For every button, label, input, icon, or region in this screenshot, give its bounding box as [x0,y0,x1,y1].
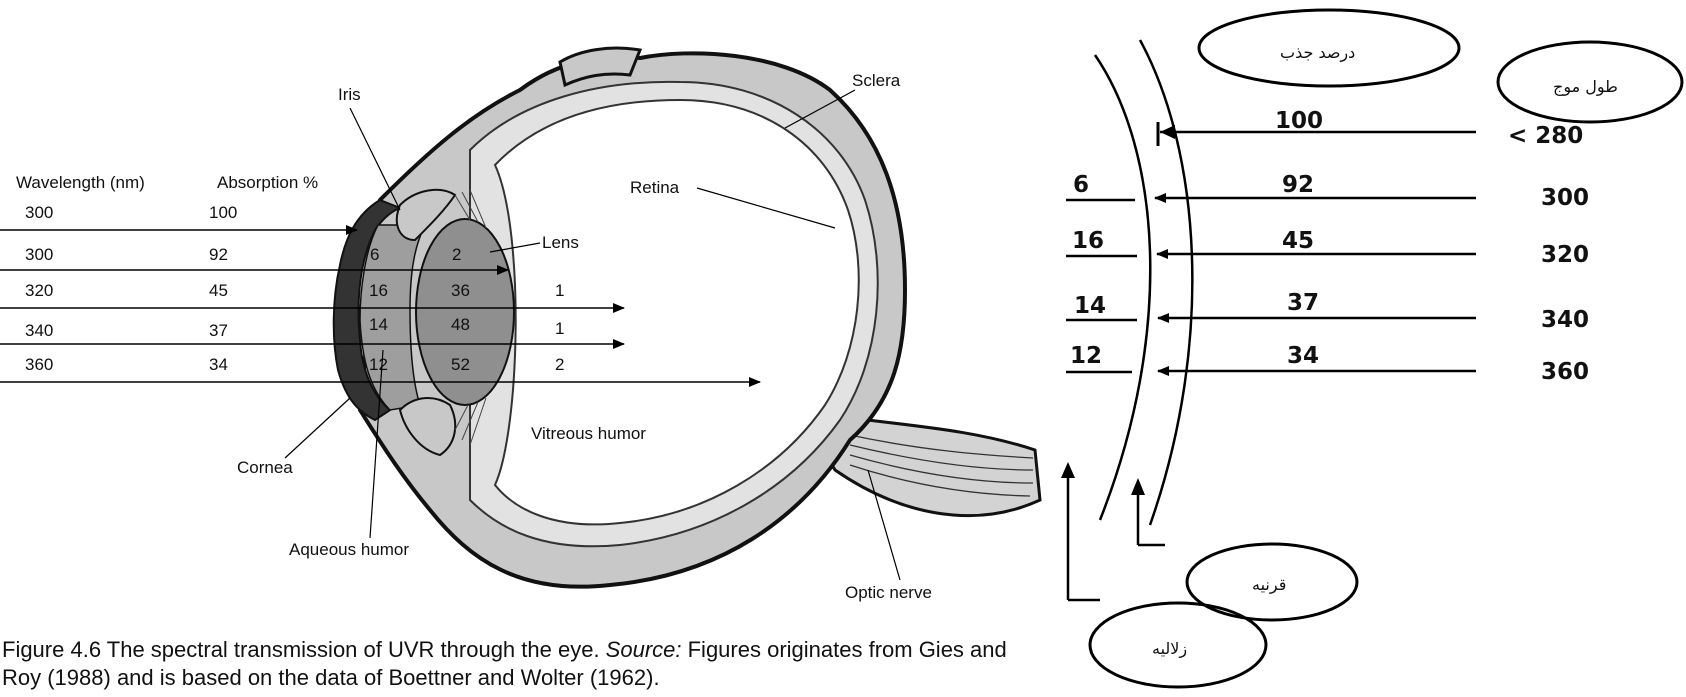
row-vitreous-value: 1 [555,281,564,300]
row-absorption: 92 [209,245,228,264]
label-aqueous-humor: Aqueous humor [289,540,409,559]
figure-caption: Figure 4.6 The spectral transmission of … [2,636,1012,692]
sketch-row-absorption: 92 [1282,172,1314,198]
wavelength-header: Wavelength (nm) [16,173,145,192]
label-vitreous-humor: Vitreous humor [531,424,646,443]
row-wavelength: 360 [25,355,53,374]
row-absorption: 100 [209,203,237,222]
leader-iris [350,108,400,210]
label-lens: Lens [542,233,579,252]
label-optic-nerve: Optic nerve [845,583,932,602]
caption-source-label: Source: [606,637,682,662]
row-vitreous-value: 1 [555,319,564,338]
row-absorption: 34 [209,355,228,374]
row-cornea-value: 14 [369,315,388,334]
row-wavelength: 300 [25,245,53,264]
sketch-row: 37 340 14 [1066,290,1589,333]
row-cornea-value: 12 [369,355,388,374]
sketch-row-left: 14 [1074,293,1106,319]
label-retina: Retina [630,178,680,197]
row-lens-value: 48 [451,315,470,334]
leader-cornea [285,398,350,458]
row-lens-value: 2 [452,245,461,264]
sketch-row-wavelength: 340 [1541,307,1589,333]
row-wavelength: 340 [25,321,53,340]
sketch-curve-outer [1095,55,1150,520]
sketch-cornea-label: قرنیه [1252,575,1286,595]
sketch-arrowhead-up [1061,462,1075,478]
lens-shape [416,219,514,405]
sketch-arrowhead-up [1131,478,1145,495]
eye-diagram [334,48,1040,587]
table-row: 300 100 [0,203,357,230]
sketch-row: 45 320 16 [1066,228,1589,268]
hand-sketch: درصد جذب طول موج 100 < 280 92 300 6 45 3… [1061,10,1682,687]
row-lens-value: 36 [451,281,470,300]
absorption-header: Absorption % [217,173,318,192]
sketch-row: 100 < 280 [1158,108,1583,149]
sketch-wavelength-header: طول موج [1553,77,1618,97]
sketch-row-wavelength: < 280 [1508,123,1583,149]
sketch-aqueous-label: زلالیه [1152,639,1187,659]
sketch-row-absorption: 37 [1287,290,1319,316]
sketch-row-absorption: 100 [1275,108,1323,134]
row-cornea-value: 6 [370,245,379,264]
row-absorption: 45 [209,281,228,300]
row-cornea-value: 16 [369,281,388,300]
row-absorption: 37 [209,321,228,340]
row-wavelength: 320 [25,281,53,300]
sketch-row-wavelength: 320 [1541,242,1589,268]
sketch-row-absorption: 34 [1287,343,1319,369]
caption-prefix: Figure 4.6 The spectral transmission of … [2,637,606,662]
row-wavelength: 300 [25,203,53,222]
sketch-bracket-left [1068,470,1100,600]
sketch-curve-inner [1140,40,1192,525]
sketch-row-wavelength: 360 [1541,359,1589,385]
sketch-row-left: 6 [1073,172,1089,198]
label-iris: Iris [338,85,361,104]
sketch-row-absorption: 45 [1282,228,1314,254]
sketch-row-wavelength: 300 [1541,185,1589,211]
label-sclera: Sclera [852,71,901,90]
row-lens-value: 52 [451,355,470,374]
row-vitreous-value: 2 [555,355,564,374]
sketch-absorption-header: درصد جذب [1280,43,1355,63]
label-cornea: Cornea [237,458,293,477]
sketch-row-left: 16 [1072,228,1104,254]
sketch-row-left: 12 [1070,343,1102,369]
